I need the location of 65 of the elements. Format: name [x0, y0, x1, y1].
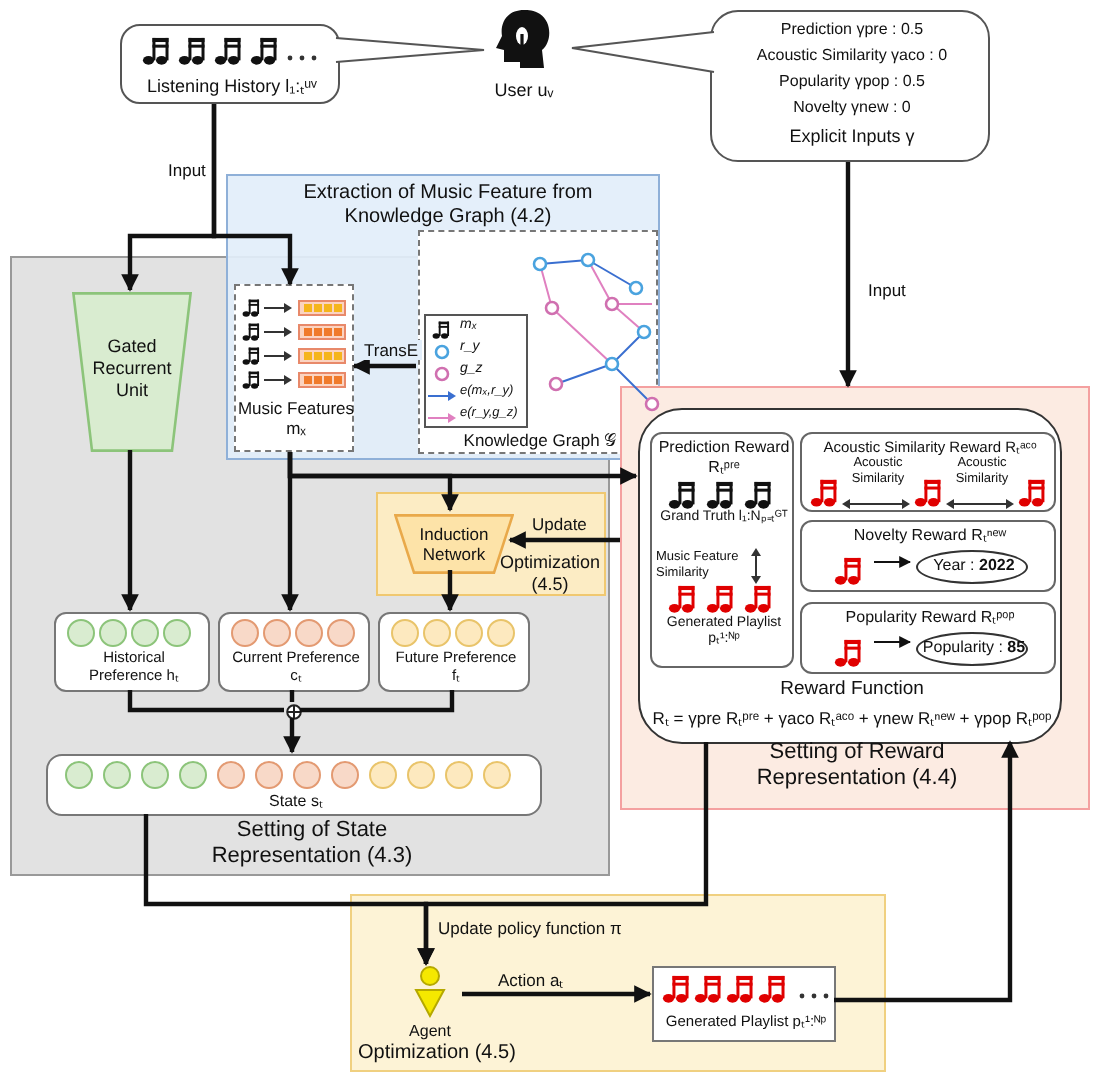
arrow — [211, 104, 299, 286]
network-block — [72, 292, 192, 452]
concat-circle — [286, 704, 302, 720]
section-title: Setting of Reward Representation (4.4) — [754, 740, 960, 793]
reward-box — [800, 432, 1056, 512]
weight-text: Prediction γpre : 0.5 — [778, 20, 926, 40]
weight-text: Acoustic Similarity γaco : 0 — [754, 46, 950, 66]
section-title: Extraction of Music Feature from Knowledge Graph (4.2) — [301, 182, 595, 230]
weight-text: Popularity γpop : 0.5 — [777, 72, 927, 92]
speech-bubble — [120, 24, 340, 104]
arrow — [834, 740, 1019, 1003]
value-ellipse — [916, 632, 1028, 666]
edge-label: Input — [164, 160, 210, 181]
section-panel — [376, 492, 606, 596]
preference-box — [218, 612, 370, 692]
arrow — [508, 531, 620, 549]
arrow — [121, 450, 139, 612]
graph-box — [418, 230, 658, 454]
reward-box — [650, 432, 794, 668]
arrow — [287, 452, 638, 485]
node-label: Music Features mₓ — [236, 398, 356, 439]
node-label: Popularity : 85 — [920, 638, 1028, 658]
reward-box — [800, 520, 1056, 592]
weight-text: Novelty γnew : 0 — [791, 98, 913, 118]
arrow — [873, 556, 912, 568]
feature-box — [234, 284, 354, 452]
caption-text: Listening History l₁:ₜᵘᵛ — [145, 76, 319, 98]
node-label: Rₜ = γpre Rₜᵖʳᵉ + γaco Rₜᵃᶜᵒ + γnew Rₜⁿᵉʷ + γpop Rₜᵖᵒᵖ — [650, 708, 1054, 729]
arrow — [352, 357, 416, 375]
section-panel — [350, 894, 886, 1072]
node-label: Gated Recurrent Unit — [90, 336, 174, 401]
node-label: Reward Function — [778, 678, 926, 701]
value-ellipse — [916, 550, 1028, 584]
edge-label: TransE — [360, 340, 423, 361]
node-label: Popularity Reward Rₜᵖᵒᵖ — [843, 608, 1017, 628]
arrow — [839, 162, 857, 388]
preference-box — [54, 612, 210, 692]
arrow — [283, 718, 301, 754]
edge-label: Input — [864, 280, 910, 301]
arrow — [873, 636, 912, 648]
speech-bubble — [710, 10, 990, 162]
section-panel — [620, 386, 1090, 810]
node-label: Agent — [407, 1022, 453, 1042]
node-label: Induction Network — [417, 524, 491, 565]
reward-box — [638, 408, 1062, 744]
node-label: Novelty Reward Rₜⁿᵉʷ — [851, 526, 1009, 546]
node-label: Year : 2022 — [931, 556, 1017, 576]
edge-label: Update — [528, 514, 591, 535]
arrow — [417, 742, 709, 966]
section-title: Optimization (4.5) — [497, 552, 603, 596]
edge-label: Action aₜ — [494, 970, 568, 991]
weight-text: Explicit Inputs γ — [787, 126, 917, 148]
key-text: Knowledge Graph 𝒢 — [461, 430, 619, 451]
state-box — [46, 754, 542, 816]
reward-box — [800, 602, 1056, 674]
edge-label: Update policy function π — [434, 918, 626, 939]
node-label: Prediction Reward Rₜᵖʳᵉ — [656, 438, 792, 477]
arrow — [441, 570, 459, 612]
playlist-box — [652, 966, 836, 1042]
section-title: Optimization (4.5) — [358, 1042, 518, 1066]
preference-box — [378, 612, 530, 692]
arrow — [462, 985, 652, 1003]
section-title: Setting of State Representation (4.3) — [209, 818, 415, 871]
user-label: User uᵥ — [492, 80, 556, 102]
node-label: State sₜ — [267, 792, 325, 812]
